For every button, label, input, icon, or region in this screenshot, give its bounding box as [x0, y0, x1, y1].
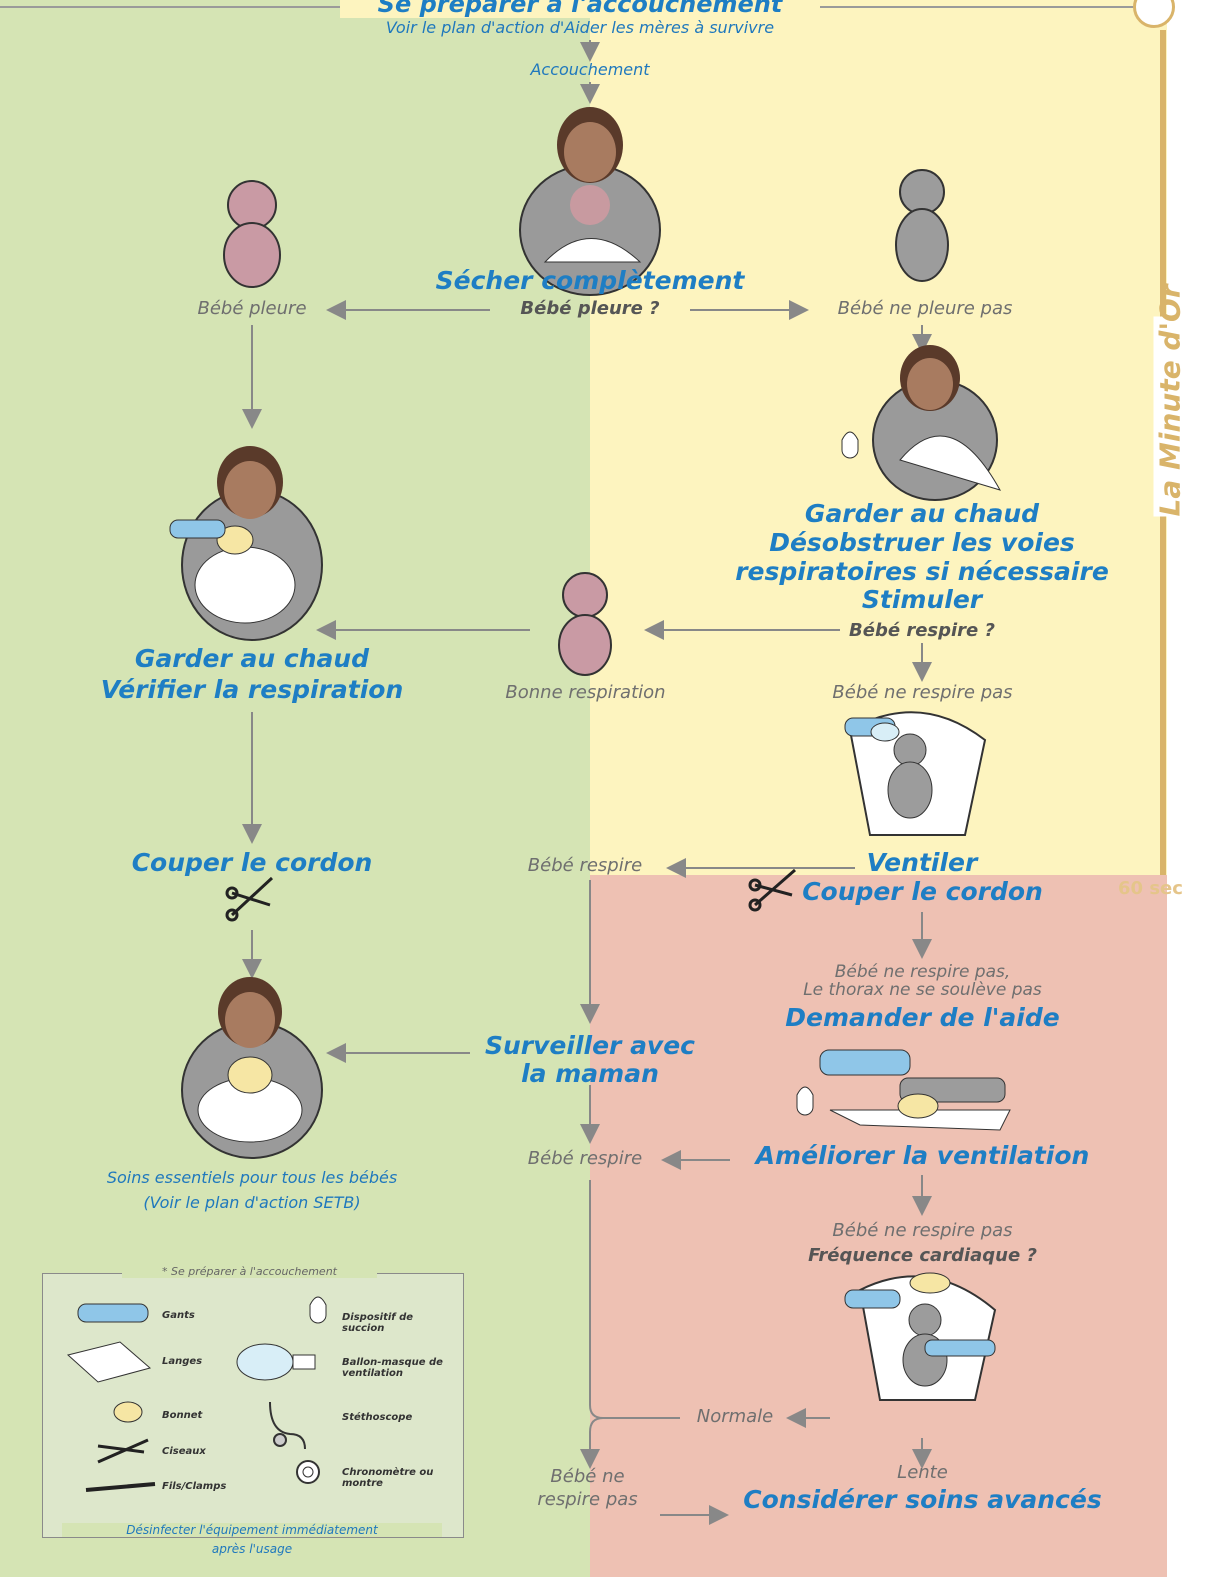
improve-ventilation-icon — [796, 1049, 1011, 1131]
keep-warm-right: Garder au chaud — [804, 499, 1040, 528]
limp-baby-icon — [895, 169, 949, 282]
mother-drying-icon — [519, 107, 661, 296]
breathing-baby-icon — [558, 572, 612, 676]
legend-clamps: Fils/Clamps — [162, 1481, 227, 1492]
ventilation-icon — [844, 711, 987, 836]
essential-care-line-1: Soins essentiels pour tous les bébés — [106, 1168, 398, 1187]
essential-care-line-2: (Voir le plan d'action SETB) — [143, 1193, 361, 1212]
cut-cord-right: Couper le cordon — [802, 877, 1043, 906]
heart-rate-question: Fréquence cardiaque ? — [808, 1245, 1037, 1266]
cap-icon — [113, 1401, 143, 1423]
legend-bag-mask: Ballon-masque de ventilation — [342, 1357, 443, 1379]
scissors-icon — [97, 1438, 149, 1464]
dry-step: Sécher complètement — [435, 266, 745, 295]
breathes-label-2: Bébé respire — [527, 1148, 643, 1169]
normal-label: Normale — [696, 1406, 774, 1427]
no-breath-label-4b: respire pas — [537, 1489, 638, 1510]
advanced-care-step: Considérer soins avancés — [743, 1485, 1102, 1514]
legend-title: * Se préparer à l'accouchement — [122, 1265, 377, 1278]
legend-cloths: Langes — [162, 1356, 203, 1367]
timer-icon — [296, 1460, 320, 1484]
no-breath-label-4a: Bébé ne — [550, 1466, 625, 1487]
legend-gloves: Gants — [162, 1310, 195, 1321]
mother-stimulate-icon — [841, 345, 1002, 501]
scissors-icon-left — [225, 876, 274, 922]
monitor-line-2: la maman — [521, 1059, 659, 1088]
legend-scissors: Ciseaux — [162, 1446, 206, 1457]
check-breathing: Vérifier la respiration — [100, 675, 404, 704]
cloth-icon — [66, 1341, 152, 1383]
legend-footer-2: après l'usage — [211, 1542, 293, 1556]
breathes-label-1: Bébé respire — [527, 855, 643, 876]
scissors-icon-right — [748, 868, 796, 912]
page-title: Se préparer à l'accouchement — [340, 0, 820, 18]
slow-label: Lente — [897, 1462, 948, 1483]
keep-warm-left: Garder au chaud — [134, 644, 370, 673]
no-breath-label-2b: Le thorax ne se soulève pas — [803, 980, 1042, 1000]
legend-timer: Chronomètre ou montre — [342, 1467, 434, 1489]
ventilate-step: Ventiler — [866, 848, 978, 877]
good-breathing-label: Bonne respiration — [505, 682, 666, 703]
legend-footer-1: Désinfecter l'équipement immédiatement — [62, 1523, 442, 1537]
header-subtitle: Voir le plan d'action d'Aider les mères … — [385, 18, 775, 37]
clear-airway-line-2: respiratoires si nécessaire — [735, 557, 1109, 586]
no-breath-label-1: Bébé ne respire pas — [832, 682, 1013, 703]
mother-warm-icon — [169, 446, 323, 641]
improve-ventilation-step: Améliorer la ventilation — [755, 1141, 1090, 1170]
no-cry-label: Bébé ne pleure pas — [837, 298, 1013, 319]
no-breath-label-2a: Bébé ne respire pas, — [834, 962, 1011, 982]
bag-mask-icon — [236, 1343, 316, 1381]
cry-question: Bébé pleure ? — [520, 298, 660, 319]
red-zone — [590, 875, 1167, 1577]
suction-bulb-icon — [309, 1296, 327, 1324]
crying-baby-icon — [223, 180, 281, 288]
cries-label: Bébé pleure — [197, 298, 307, 319]
heart-rate-icon — [844, 1272, 997, 1401]
legend-cap: Bonnet — [162, 1410, 203, 1421]
no-breath-label-3: Bébé ne respire pas — [832, 1220, 1013, 1241]
legend-suction: Dispositif de succion — [342, 1312, 414, 1334]
legend-stethoscope: Stéthoscope — [342, 1412, 413, 1423]
stethoscope-icon — [269, 1401, 306, 1450]
monitor-line-1: Surveiller avec — [484, 1031, 696, 1060]
breath-question: Bébé respire ? — [849, 620, 995, 641]
glove-icon — [77, 1303, 149, 1323]
call-help-step: Demander de l'aide — [785, 1003, 1060, 1032]
mother-monitor-icon — [181, 977, 323, 1159]
cut-cord-left: Couper le cordon — [131, 848, 373, 877]
clamp-icon — [85, 1482, 156, 1492]
birth-label: Accouchement — [530, 60, 650, 79]
seconds-label: 60 sec — [1118, 878, 1183, 899]
clear-airway-line-1: Désobstruer les voies — [769, 528, 1075, 557]
stimulate-step: Stimuler — [861, 585, 983, 614]
